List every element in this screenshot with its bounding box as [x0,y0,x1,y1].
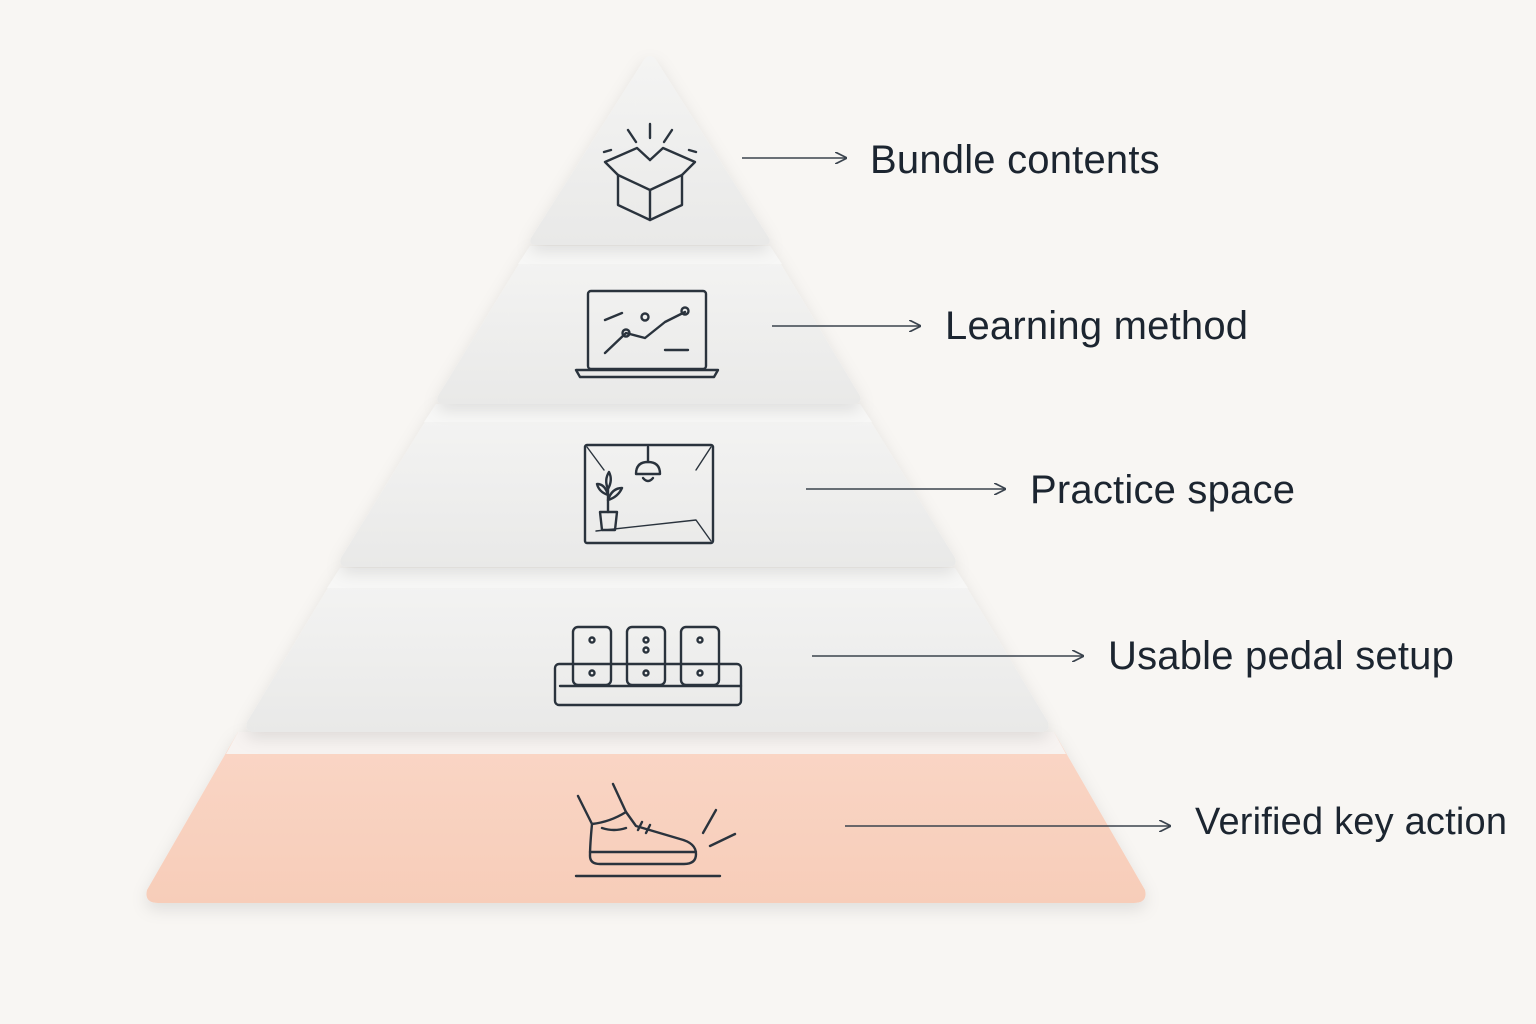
connector-arrows [742,158,1170,826]
tier-5-verified-key-action [146,732,1146,903]
three-pedals-icon [553,625,743,707]
tier-5-shape [146,732,1146,903]
tier-5-top-face [226,732,1066,754]
open-box-icon [602,122,698,222]
tier-1-bundle-contents [530,56,770,245]
tier-2-learning-method [437,246,861,404]
tier-3-shape [340,404,956,567]
tier-5-label: Verified key action [1195,801,1508,843]
tier-4-top-face [327,568,968,588]
tier-4-label: Usable pedal setup [1108,634,1455,678]
tier-1-label: Bundle contents [870,138,1160,182]
foot-pressing-pedal-icon [574,782,737,878]
tier-3-practice-space [340,404,956,567]
tier-1-shape [530,56,770,245]
tier-3-top-face [424,404,872,422]
tier-3-label: Practice space [1030,468,1296,512]
tier-2-top-face [518,246,782,264]
tier-2-label: Learning method [945,304,1249,348]
laptop-chart-icon [574,289,720,379]
tier-2-shape [437,246,861,404]
room-lamp-plant-icon [583,443,715,545]
